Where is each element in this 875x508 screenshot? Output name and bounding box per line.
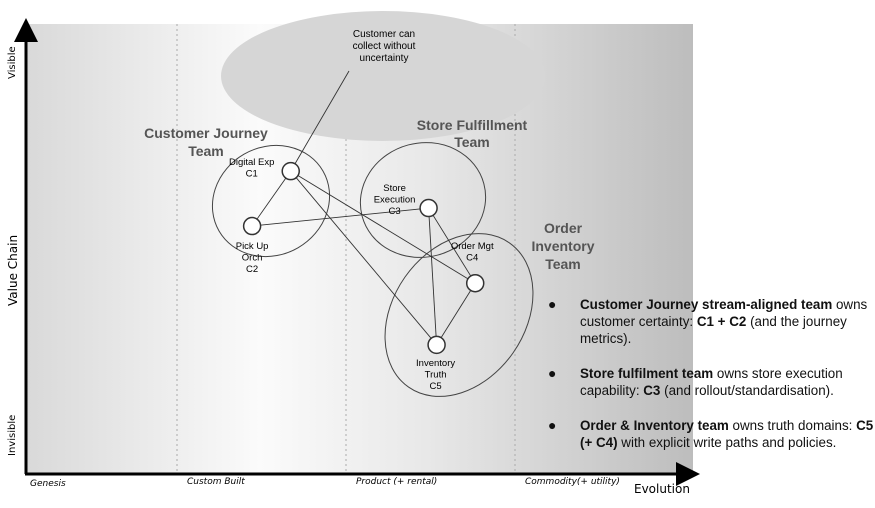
y-axis-label: Value Chain bbox=[6, 235, 20, 306]
bullet-icon: ● bbox=[548, 296, 557, 312]
note-components: C5 (+ C4) bbox=[580, 418, 874, 450]
component-label: C1 bbox=[246, 169, 258, 180]
stage-label-genesis: Genesis bbox=[30, 479, 66, 489]
note-text: owns customer certainty: bbox=[580, 297, 868, 329]
link-C1-C5 bbox=[290, 170, 437, 346]
link-C3-C4 bbox=[428, 207, 476, 284]
anchor-label-line: Customer can bbox=[353, 29, 415, 40]
component-label: C2 bbox=[246, 264, 258, 275]
team-label-store-fulfillment: Store Fulfillment bbox=[417, 117, 528, 133]
link-C2-C3 bbox=[252, 207, 429, 227]
stage-label-commodity: Commodity(+ utility) bbox=[525, 477, 620, 487]
component-node[interactable] bbox=[281, 161, 300, 181]
note-text: (and the journey metrics). bbox=[580, 314, 847, 346]
anchor-label: Customer can collect without uncertainty bbox=[353, 29, 416, 64]
team-boundary-customer-journey bbox=[211, 144, 331, 258]
note-text: with explicit write paths and policies. bbox=[617, 435, 837, 450]
note-title: Store fulfilment team bbox=[580, 366, 714, 381]
note-text: owns store execution capability: bbox=[580, 366, 843, 398]
note-store-fulfilment: ● Store fulfilment team owns store execu… bbox=[548, 365, 875, 399]
team-label-store-fulfillment: Team bbox=[454, 134, 490, 150]
note-customer-journey: ● Customer Journey stream-aligned team o… bbox=[548, 296, 875, 347]
link-C4-C5 bbox=[436, 282, 476, 346]
team-label-order-inventory: Order bbox=[544, 220, 583, 236]
note-title: Customer Journey stream-aligned team bbox=[580, 297, 833, 312]
component-label: Truth bbox=[425, 369, 447, 380]
y-axis-bottom-label: Invisible bbox=[7, 415, 18, 456]
note-order-inventory: ● Order & Inventory team owns truth doma… bbox=[548, 417, 875, 451]
component-node[interactable] bbox=[242, 216, 262, 236]
component-node[interactable] bbox=[427, 335, 446, 355]
note-components: C1 + C2 bbox=[696, 314, 747, 329]
stage-label-product: Product (+ rental) bbox=[356, 477, 437, 487]
component-label: C5 bbox=[430, 381, 442, 392]
team-boundary-order-inventory bbox=[384, 233, 534, 397]
note-text: (and rollout/standardisation). bbox=[660, 383, 834, 398]
component-label: Execution bbox=[374, 195, 416, 206]
dependency-links bbox=[251, 70, 476, 346]
y-axis-top-label: Visible bbox=[7, 46, 18, 79]
link-anchor-C1 bbox=[290, 70, 350, 172]
note-components: C3 bbox=[643, 383, 661, 398]
stage-label-custom-built: Custom Built bbox=[187, 477, 245, 487]
note-title: Order & Inventory team bbox=[580, 418, 729, 433]
anchor-label-line: collect without bbox=[353, 41, 416, 52]
anchor-label-line: uncertainty bbox=[360, 53, 409, 64]
component-label: Store bbox=[383, 183, 406, 194]
team-label-order-inventory: Inventory bbox=[531, 238, 594, 254]
component-label: Inventory bbox=[416, 358, 455, 369]
component-label: C4 bbox=[466, 253, 478, 264]
team-notes: ● Customer Journey stream-aligned team o… bbox=[548, 296, 875, 469]
bullet-icon: ● bbox=[548, 417, 557, 433]
team-label-customer-journey: Customer Journey bbox=[144, 125, 268, 141]
component-label: Pick Up bbox=[236, 241, 269, 252]
link-C1-C2 bbox=[251, 170, 292, 227]
component-label: Digital Exp bbox=[229, 157, 274, 168]
team-boundary-store-fulfillment bbox=[359, 142, 487, 258]
link-C1-C4 bbox=[290, 170, 476, 284]
component-label: Order Mgt bbox=[451, 241, 494, 252]
team-label-order-inventory: Team bbox=[545, 256, 581, 272]
component-node[interactable] bbox=[419, 198, 438, 218]
note-text: owns truth domains: bbox=[728, 418, 857, 433]
anchor-ellipse bbox=[221, 11, 545, 141]
component-label: C3 bbox=[389, 206, 401, 217]
link-C3-C5 bbox=[428, 208, 438, 345]
component-label: Orch bbox=[242, 253, 263, 264]
x-axis-label: Evolution bbox=[634, 482, 690, 496]
bullet-icon: ● bbox=[548, 365, 557, 381]
component-node[interactable] bbox=[465, 273, 485, 293]
team-label-customer-journey: Team bbox=[188, 143, 224, 159]
